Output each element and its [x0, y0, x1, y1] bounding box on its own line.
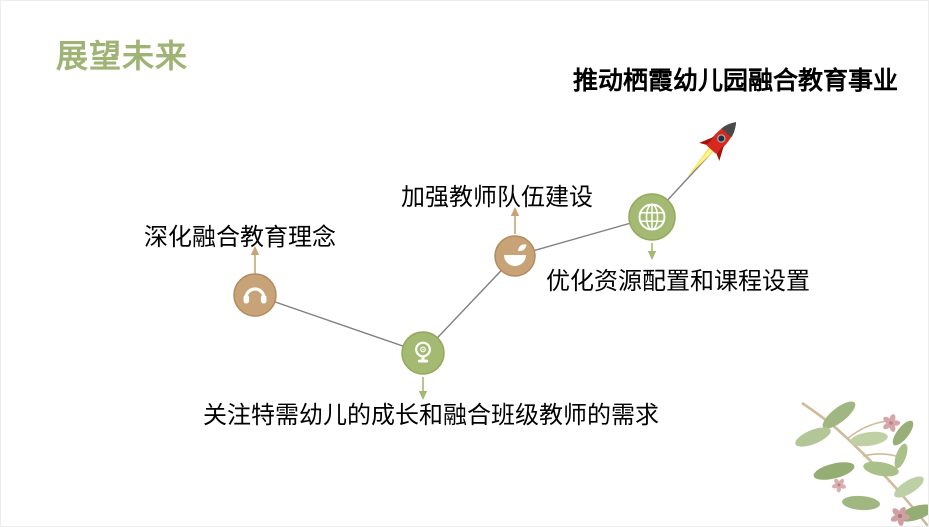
rocket-icon [687, 122, 737, 177]
node-circle [233, 273, 277, 317]
node-label-deepen-inclusive-education-concept: 深化融合教育理念 [144, 224, 336, 251]
headphones-icon [243, 287, 267, 304]
rocket-nose [721, 122, 737, 138]
node-label-strengthen-teacher-team: 加强教师队伍建设 [401, 184, 593, 211]
headline-text: 推动栖霞幼儿园融合教育事业 [573, 67, 899, 95]
node-label-optimize-resources-curriculum: 优化资源配置和课程设置 [546, 268, 810, 295]
arrow-up-node1 [250, 246, 260, 274]
arrow-down-node4 [647, 243, 657, 260]
page-title: 展望未来 [56, 38, 189, 74]
node-label-focus-on-special-needs-children: 关注特需幼儿的成长和融合班级教师的需求 [203, 402, 659, 429]
arrow-down-node2 [418, 377, 428, 400]
node-rice-bowl [494, 235, 536, 277]
globe-icon [638, 203, 666, 231]
webcam-icon [415, 341, 431, 363]
node-circle [401, 331, 445, 375]
rocket-fin-left [699, 136, 715, 146]
pink-flower [831, 478, 846, 493]
rocket-window [717, 134, 726, 143]
branch-stem [801, 401, 928, 526]
rice-bowl-icon [504, 244, 527, 266]
node-headphones [233, 273, 277, 317]
arrow-up-node3 [510, 207, 520, 234]
pink-flower [890, 506, 910, 526]
node-globe [628, 193, 676, 241]
pink-flower [883, 414, 901, 432]
rocket-fin-right [716, 145, 725, 161]
rocket-flame-core [693, 148, 713, 170]
node-webcam [401, 331, 445, 375]
floral-decoration [795, 401, 928, 526]
